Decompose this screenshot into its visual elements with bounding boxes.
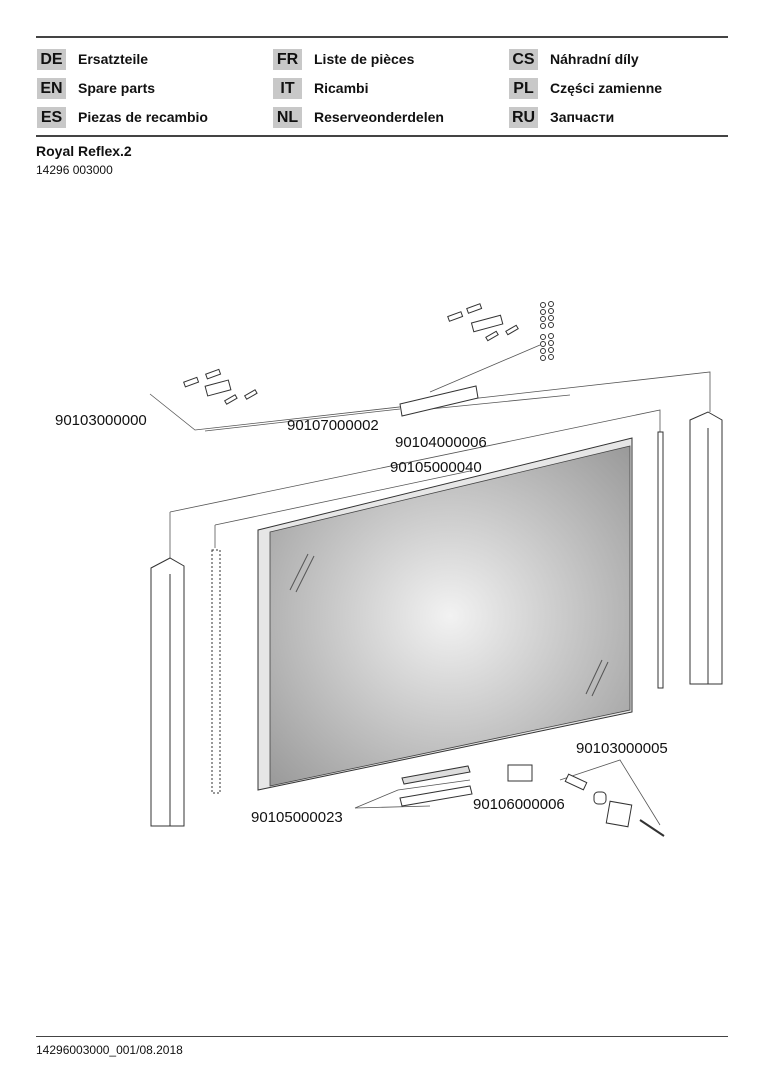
lang-label: Spare parts <box>78 80 156 96</box>
document-id: 14296003000_001/08.2018 <box>36 1043 183 1057</box>
lang-pl: PL Części zamienne <box>509 77 662 99</box>
part-label: 90105000023 <box>251 809 343 826</box>
right-cover-profile <box>689 411 723 685</box>
part-label: 90106000006 <box>473 796 565 813</box>
lang-de: DE Ersatzteile <box>37 48 148 70</box>
lang-nl: NL Reserveonderdelen <box>273 106 444 128</box>
lang-label: Ersatzteile <box>78 51 149 67</box>
lang-label: Piezas de recambio <box>78 109 208 125</box>
lang-code: CS <box>509 48 538 70</box>
lang-it: IT Ricambi <box>273 77 368 99</box>
header-rule <box>36 135 728 137</box>
lang-code: NL <box>273 106 302 128</box>
lang-label: Reserveonderdelen <box>314 109 444 125</box>
bottom-profile-base <box>399 785 473 807</box>
lang-label: Ricambi <box>314 80 369 96</box>
led-strip-left <box>211 549 221 794</box>
lang-fr: FR Liste de pièces <box>273 48 414 70</box>
lang-ru: RU Запчасти <box>509 106 614 128</box>
lang-code: PL <box>509 77 538 99</box>
switch-unit <box>507 764 533 782</box>
lang-es: ES Piezas de recambio <box>37 106 208 128</box>
lang-code: EN <box>37 77 66 99</box>
part-label: 90107000002 <box>287 417 379 434</box>
mirror-glass <box>269 445 631 787</box>
washers <box>540 301 554 361</box>
led-strip-right <box>657 431 664 689</box>
left-cover-profile <box>150 557 185 827</box>
wall-bracket-set-top <box>447 303 519 342</box>
part-label: 90104000006 <box>395 434 487 451</box>
bottom-profile <box>401 765 471 785</box>
lang-label: Náhradní díly <box>550 51 639 67</box>
lang-label: Liste de pièces <box>314 51 415 67</box>
part-label: 90103000000 <box>55 412 147 429</box>
product-name: Royal Reflex.2 <box>36 143 132 159</box>
wall-bracket-set-left <box>183 368 258 405</box>
lang-code: RU <box>509 106 538 128</box>
lang-label: Запчасти <box>550 109 615 125</box>
lang-cs: CS Náhradní díly <box>509 48 639 70</box>
lang-label: Części zamienne <box>550 80 663 96</box>
lang-code: ES <box>37 106 66 128</box>
footer-rule <box>36 1036 728 1037</box>
top-rule <box>36 36 728 38</box>
part-label: 90105000040 <box>390 459 482 476</box>
lang-code: IT <box>273 77 302 99</box>
lang-code: DE <box>37 48 66 70</box>
lang-code: FR <box>273 48 302 70</box>
glare-marks <box>289 553 609 697</box>
driver-unit <box>399 385 479 417</box>
product-number: 14296 003000 <box>36 163 113 177</box>
mounting-set <box>564 773 665 837</box>
part-label: 90103000005 <box>576 740 668 757</box>
lang-en: EN Spare parts <box>37 77 155 99</box>
